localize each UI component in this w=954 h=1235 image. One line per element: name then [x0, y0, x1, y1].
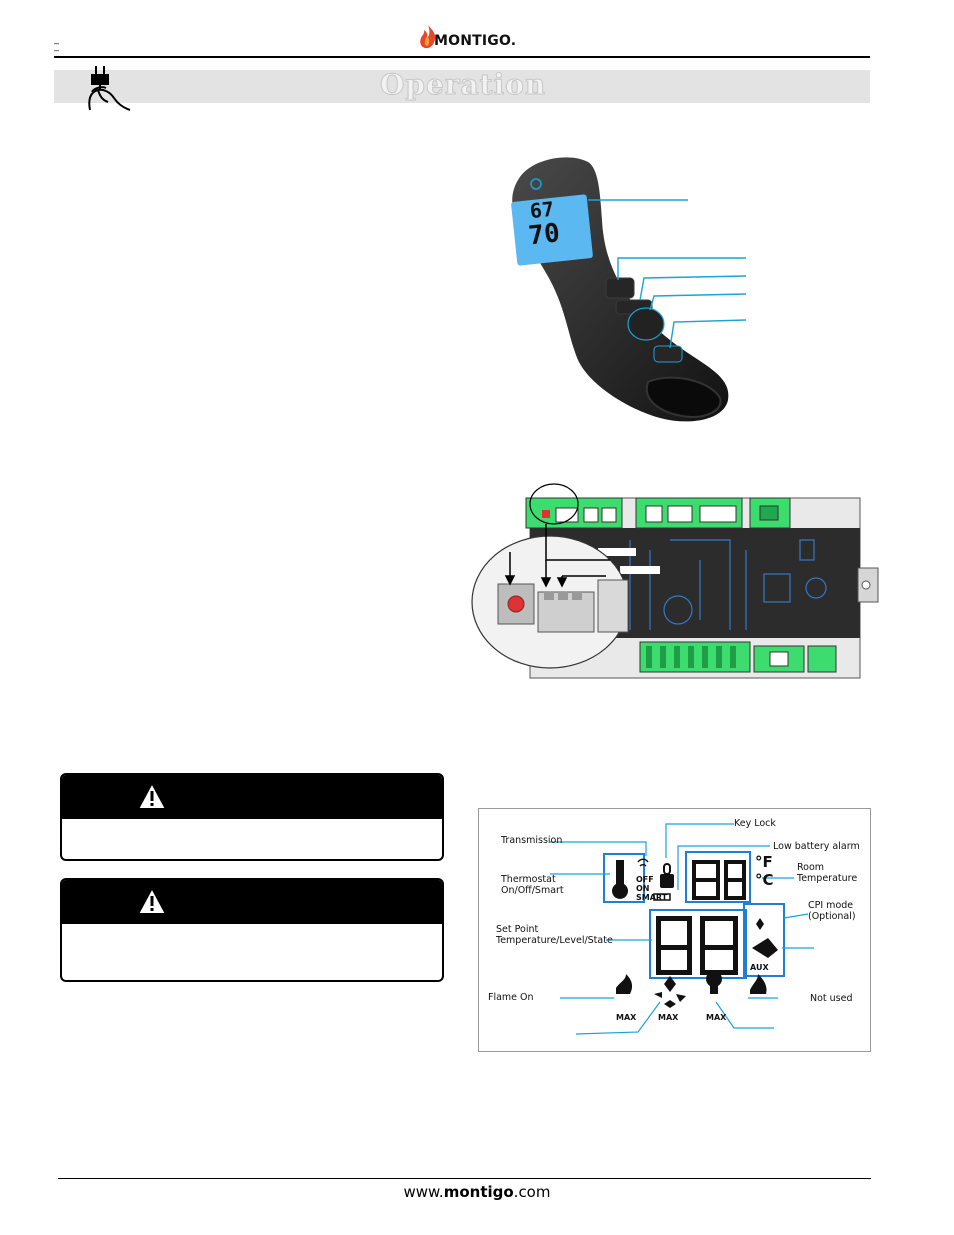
smart-indicator: SMART — [636, 893, 668, 902]
lcd-diagram — [550, 823, 814, 1035]
set-point-label: Set Point Temperature/Level/State — [496, 924, 613, 946]
url-suffix: .com — [513, 1183, 551, 1201]
fahrenheit-indicator: °F — [755, 853, 773, 871]
key-lock-label: Key Lock — [734, 818, 776, 829]
warning-triangle-icon — [136, 781, 168, 810]
low-battery-label: Low battery alarm — [773, 841, 860, 852]
warning-header — [62, 880, 442, 924]
celsius-indicator: °C — [755, 871, 774, 889]
thermostat-label: Thermostat On/Off/Smart — [501, 874, 564, 896]
warning-box-2 — [60, 878, 444, 982]
control-board-image — [471, 483, 879, 679]
off-indicator: OFF — [636, 875, 654, 884]
brand-logo[interactable]: MONTIGO. — [434, 33, 517, 49]
aux-indicator: AUX — [750, 963, 769, 972]
flame-on-label: Flame On — [488, 992, 534, 1003]
on-indicator: ON — [636, 884, 650, 893]
remote-main-reading: 70 — [527, 218, 561, 251]
header-rule — [54, 56, 870, 58]
url-prefix: www. — [403, 1183, 444, 1201]
warning-triangle-icon — [136, 886, 168, 915]
remote-control-image: 67 70 — [511, 157, 747, 422]
not-used-label: Not used — [810, 993, 853, 1004]
light-max-indicator: MAX — [706, 1013, 727, 1022]
hand-plug-icon — [88, 66, 131, 111]
flame-logo-icon — [420, 25, 436, 49]
footer-rule — [58, 1178, 871, 1179]
transmission-label: Transmission — [501, 835, 563, 846]
footer-url[interactable]: www.montigo.com — [0, 1183, 954, 1201]
warning-header — [62, 775, 442, 819]
lcd-diagram-frame — [478, 808, 871, 1052]
section-bar — [54, 70, 870, 103]
page-mark: – – — [54, 38, 60, 55]
fan-max-indicator: MAX — [658, 1013, 679, 1022]
cpi-mode-label: CPI mode (Optional) — [808, 900, 856, 922]
url-brand: montigo — [443, 1183, 514, 1201]
room-temperature-label: Room Temperature — [797, 862, 858, 884]
section-title: Operation — [379, 68, 547, 102]
flame-max-indicator: MAX — [616, 1013, 637, 1022]
remote-top-reading: 67 — [529, 197, 555, 223]
warning-box-1 — [60, 773, 444, 861]
